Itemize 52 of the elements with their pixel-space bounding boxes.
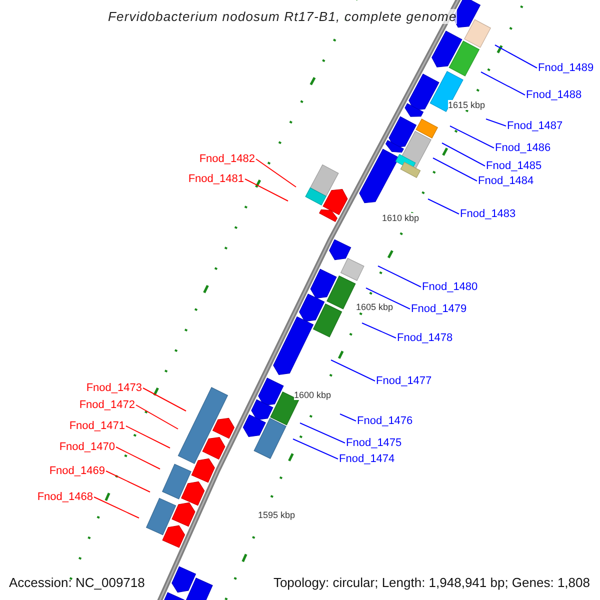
gene-label: Fnod_1468 bbox=[37, 491, 93, 503]
leader-line bbox=[292, 438, 338, 460]
tick-label: 1615 kbp bbox=[448, 100, 486, 110]
leader-line bbox=[300, 422, 346, 444]
gene-label: Fnod_1486 bbox=[495, 142, 551, 154]
leader-line bbox=[378, 266, 422, 288]
leader-line bbox=[256, 158, 296, 188]
gene-label: Fnod_1489 bbox=[538, 62, 594, 74]
gene-label: Fnod_1480 bbox=[422, 281, 478, 293]
gene-label: Fnod_1479 bbox=[411, 303, 467, 315]
leader-line bbox=[486, 118, 506, 126]
gene-label: Fnod_1470 bbox=[59, 441, 115, 453]
gene-label: Fnod_1487 bbox=[507, 120, 563, 132]
leader-line bbox=[366, 288, 410, 310]
gene-label: Fnod_1485 bbox=[486, 160, 542, 172]
leader-line bbox=[494, 44, 538, 68]
leader-line bbox=[340, 414, 356, 422]
gene-label: Fnod_1484 bbox=[478, 175, 534, 187]
leader-line bbox=[106, 470, 150, 492]
gene-label: Fnod_1481 bbox=[188, 173, 244, 185]
tick-label: 1600 kbp bbox=[294, 390, 332, 400]
genome-summary-text: Topology: circular; Length: 1,948,941 bp; Genes: 1,808 bbox=[273, 575, 590, 590]
gene-label: Fnod_1471 bbox=[69, 420, 125, 432]
leader-line bbox=[116, 446, 160, 470]
gene-label: Fnod_1482 bbox=[199, 153, 255, 165]
gene-label: Fnod_1469 bbox=[49, 465, 105, 477]
leader-line bbox=[244, 178, 288, 202]
leader-line bbox=[142, 388, 186, 412]
leader-line bbox=[432, 158, 478, 182]
leader-line bbox=[442, 142, 486, 166]
leader-line bbox=[330, 360, 376, 382]
tick-label: 1605 kbp bbox=[356, 302, 394, 312]
gene-label: Fnod_1473 bbox=[86, 382, 142, 394]
leader-line bbox=[126, 426, 170, 448]
gene-label: Fnod_1477 bbox=[376, 375, 432, 387]
gene-label: Fnod_1478 bbox=[397, 332, 453, 344]
leader-line bbox=[450, 126, 494, 148]
leader-line bbox=[94, 496, 140, 518]
tick-label: 1595 kbp bbox=[258, 510, 296, 520]
leader-line bbox=[428, 198, 460, 214]
tick-label: 1610 kbp bbox=[382, 213, 420, 223]
title: Fervidobacterium nodosum Rt17-B1, complete genome bbox=[108, 9, 457, 24]
accession-text: Accession: NC_009718 bbox=[9, 575, 145, 590]
gene-label: Fnod_1475 bbox=[346, 437, 402, 449]
leader-line bbox=[480, 72, 526, 96]
gene-label: Fnod_1476 bbox=[357, 415, 413, 427]
gene-label: Fnod_1472 bbox=[79, 399, 135, 411]
leader-line bbox=[362, 322, 396, 338]
leader-line bbox=[136, 404, 178, 430]
gene-label: Fnod_1488 bbox=[526, 89, 582, 101]
gene-label: Fnod_1483 bbox=[460, 208, 516, 220]
gene-label: Fnod_1474 bbox=[339, 453, 395, 465]
